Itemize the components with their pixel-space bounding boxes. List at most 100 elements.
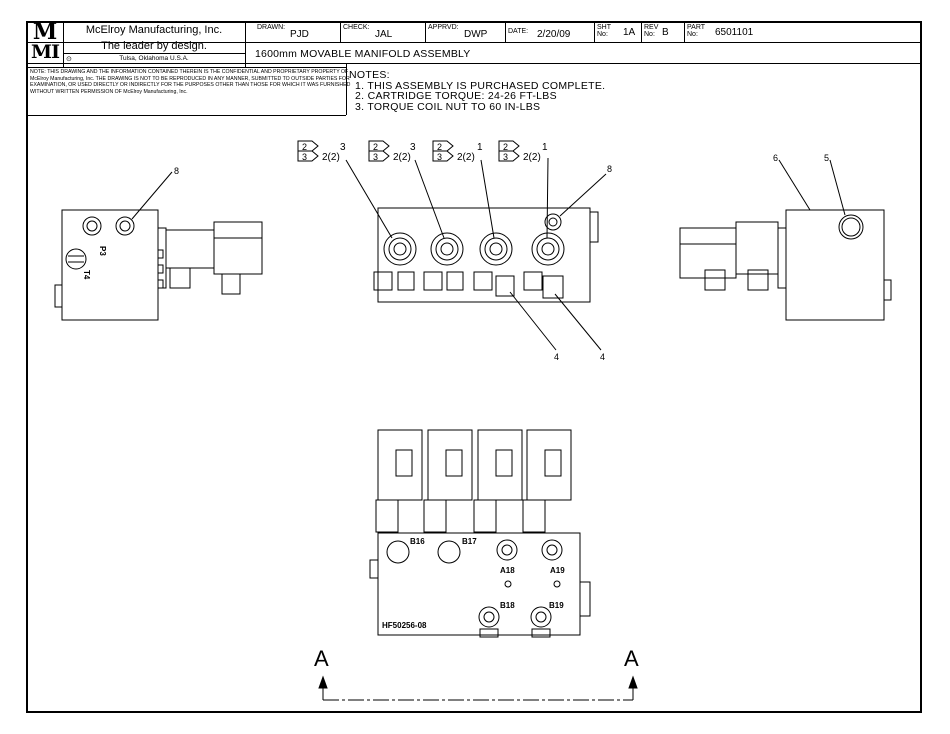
tb-rule-3 — [26, 67, 346, 68]
section-arrow-left — [318, 675, 328, 689]
left-port-plug — [115, 216, 135, 236]
right-manifold-block — [785, 209, 885, 321]
sht-label: SHT No: — [597, 24, 611, 38]
torque-flag-3: 2 3 2(2) — [432, 140, 475, 163]
note-1: 1. THIS ASSEMBLY IS PURCHASED COMPLETE. — [355, 79, 606, 92]
label-t4: T4 — [82, 270, 91, 280]
tb-col-2 — [245, 21, 246, 67]
cartridge-4 — [531, 232, 565, 266]
label-b17: B17 — [462, 537, 477, 546]
tb-col-6 — [594, 21, 595, 42]
tb-col-7 — [641, 21, 642, 42]
note-3: 3. TORQUE COIL NUT TO 60 IN-LBS — [355, 100, 541, 113]
balloon-8-left: 8 — [174, 166, 179, 176]
balloon-5: 5 — [824, 153, 829, 163]
flag-3-top: 2 — [437, 142, 442, 152]
torque-flag-2: 2 3 2(2) — [368, 140, 411, 163]
torque-flag-4: 2 3 2(2) — [498, 140, 541, 163]
left-connector — [169, 267, 191, 289]
label-p3: P3 — [98, 246, 107, 256]
tb-rule-1 — [26, 42, 922, 43]
tb-rule-2 — [26, 63, 922, 64]
part-mark: HF50256-08 — [382, 621, 427, 630]
balloon-3b: 3 — [410, 142, 416, 153]
cartridge-2 — [430, 232, 464, 266]
tb-rule-4 — [26, 115, 346, 116]
pilot-hole-1 — [504, 580, 512, 588]
section-label-right: A — [624, 646, 639, 671]
left-port-plug-inner — [119, 220, 131, 232]
drawn-value: PJD — [290, 29, 309, 40]
port-b18 — [478, 606, 500, 628]
leader-1b — [546, 157, 549, 239]
rev-label: REV No: — [644, 24, 659, 38]
front-connector-1b — [397, 271, 415, 291]
front-connector-1 — [373, 271, 393, 291]
right-port-large — [838, 214, 864, 240]
label-b18: B18 — [500, 601, 515, 610]
coil-4-conn — [522, 499, 546, 533]
left-fitting — [54, 284, 63, 308]
tb-col-5 — [505, 21, 506, 42]
apprvd-label: APPRVD: — [428, 24, 459, 31]
torque-flag-1: 2 3 2(2) — [297, 140, 340, 163]
balloon-1a: 1 — [477, 142, 483, 153]
right-connector-2 — [747, 269, 769, 291]
front-connector-3b — [495, 275, 515, 297]
note-2: 2. CARTRIDGE TORQUE: 24-26 FT-LBS — [355, 90, 557, 102]
leader-1a — [480, 159, 495, 239]
port-b19 — [530, 606, 552, 628]
port-b19-fitting — [531, 628, 551, 638]
date-value: 2/20/09 — [537, 29, 571, 40]
check-label: CHECK: — [343, 24, 370, 31]
balloon-3a: 3 — [340, 142, 346, 153]
front-view: 3 3 1 1 8 4 4 — [340, 142, 612, 362]
port-a19 — [541, 539, 563, 561]
right-connector — [704, 269, 726, 291]
leader-8-left — [131, 171, 173, 220]
section-line-a-a: A A — [314, 646, 639, 701]
left-side-view: P3 T4 8 — [54, 166, 263, 321]
flag-3-qty: 2(2) — [457, 152, 475, 163]
balloon-8-front: 8 — [607, 164, 612, 174]
label-a19: A19 — [550, 566, 565, 575]
coil-1-conn — [375, 499, 399, 533]
bottom-view: B16 B17 A18 A19 B18 B19 HF50256-08 — [369, 429, 591, 638]
coil-3-conn — [473, 499, 497, 533]
part-label: PART No: — [687, 24, 705, 38]
coil-4 — [526, 429, 572, 501]
section-label-left: A — [314, 646, 329, 671]
section-arrow-right — [628, 675, 638, 689]
logo-bottom: MI — [31, 41, 60, 63]
tb-col-4 — [425, 21, 426, 42]
coil-4-nut — [544, 449, 562, 477]
leader-3a — [345, 159, 393, 239]
rev-value: B — [662, 27, 669, 38]
left-coil-body — [213, 221, 263, 275]
confidentiality-note: NOTE: THIS DRAWING AND THE INFORMATION C… — [30, 69, 351, 95]
port-a18 — [496, 539, 518, 561]
front-connector-3 — [473, 271, 493, 291]
bottom-left-fitting — [369, 559, 379, 579]
balloon-6: 6 — [773, 153, 778, 163]
notes-heading: NOTES: — [349, 69, 390, 81]
flag-4-top: 2 — [503, 142, 508, 152]
company-name: McElroy Manufacturing, Inc. — [85, 24, 223, 36]
sht-value: 1A — [623, 27, 636, 38]
port-b18-inner — [483, 611, 495, 623]
port-a19-inner — [546, 544, 558, 556]
flag-4-qty: 2(2) — [523, 152, 541, 163]
left-manifold-block — [61, 209, 159, 321]
right-port-large-inner — [841, 217, 861, 237]
bottom-side-fitting — [579, 581, 591, 617]
cartridge-3 — [479, 232, 513, 266]
front-side-fitting — [589, 211, 599, 243]
pilot-hole-2 — [553, 580, 561, 588]
left-port-p3 — [82, 216, 102, 236]
front-plug-inner — [548, 217, 558, 227]
date-label: DATE: — [508, 28, 529, 35]
balloon-4b: 4 — [600, 352, 605, 362]
flag-1-bottom: 3 — [302, 152, 307, 162]
notes: NOTES: 1. THIS ASSEMBLY IS PURCHASED COM… — [349, 70, 605, 112]
